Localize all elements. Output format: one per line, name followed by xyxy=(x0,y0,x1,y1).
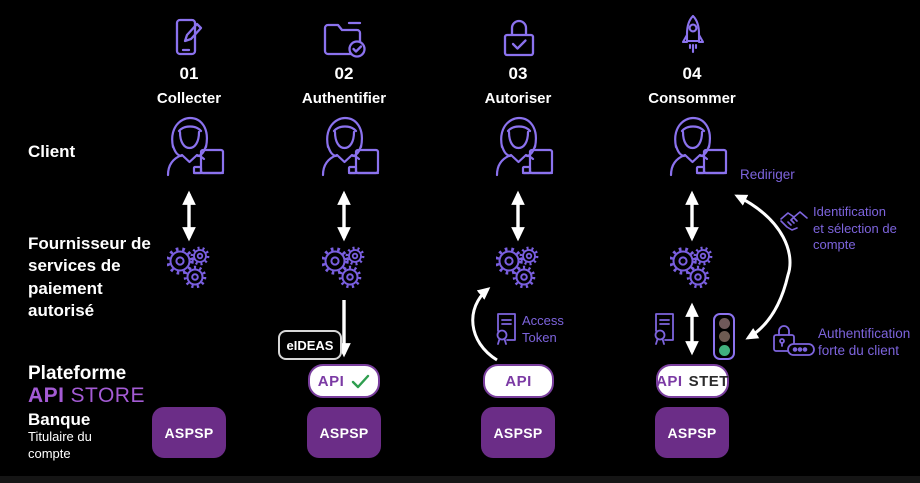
lock-check-icon xyxy=(503,19,535,57)
step-label: Authentifier xyxy=(301,90,387,107)
api-label: API xyxy=(505,372,532,390)
double-arrow xyxy=(685,302,699,356)
api-box-consommer: API STET xyxy=(656,364,729,398)
identification-label: Identification et sélection de compte xyxy=(813,204,897,253)
traffic-lamp-middle xyxy=(718,331,730,342)
aspsp-box: ASPSP xyxy=(481,407,555,458)
woman-laptop-icon xyxy=(321,116,380,177)
certificate-icon xyxy=(654,313,674,345)
rediriger-label: Rediriger xyxy=(740,167,795,182)
woman-laptop-icon xyxy=(166,116,225,177)
row-label-bank-sub: Titulaire du compte xyxy=(28,429,92,461)
aspsp-label: ASPSP xyxy=(164,424,214,441)
eideas-label: eIDEAS xyxy=(286,337,334,353)
rocket-icon xyxy=(681,14,705,54)
step-number: 01 xyxy=(179,64,199,83)
row-label-client: Client xyxy=(28,142,76,161)
traffic-lamp-top xyxy=(718,317,730,329)
api-box-authentifier: API xyxy=(308,364,380,398)
double-arrow xyxy=(337,190,351,242)
certificate-icon xyxy=(496,313,516,345)
stet-label: STET xyxy=(688,372,729,390)
platform-brand-api: API xyxy=(28,384,65,407)
aspsp-label: ASPSP xyxy=(493,424,543,441)
green-check-icon xyxy=(352,374,370,388)
row-label-platform: Plateforme xyxy=(28,363,127,384)
woman-laptop-icon xyxy=(669,116,728,177)
platform-brand-store: STORE xyxy=(70,384,145,407)
bottom-edge-strip xyxy=(0,476,920,483)
folder-check-icon xyxy=(323,21,366,58)
traffic-lamp-green xyxy=(718,344,730,356)
step-label: Collecter xyxy=(156,90,222,107)
strong-auth-label: Authentification forte du client xyxy=(818,326,911,359)
gears-icon xyxy=(670,246,713,289)
gears-icon xyxy=(496,246,539,289)
traffic-light-icon xyxy=(713,313,735,360)
step-label: Autoriser xyxy=(484,90,552,107)
api-box-autoriser: API xyxy=(483,364,554,398)
row-label-bank: Banque xyxy=(28,410,91,429)
double-arrow xyxy=(685,190,699,242)
double-arrow xyxy=(511,190,525,242)
redirect-curve-arrow xyxy=(734,194,792,340)
access-token-label: Access Token xyxy=(522,313,564,345)
aspsp-box: ASPSP xyxy=(152,407,226,458)
lock-password-icon xyxy=(773,325,815,356)
gears-icon xyxy=(167,246,210,289)
eideas-badge: eIDEAS xyxy=(278,330,342,360)
row-label-provider: Fournisseur de services de paiement auto… xyxy=(28,234,151,321)
aspsp-box: ASPSP xyxy=(655,407,729,458)
step-number: 02 xyxy=(334,64,354,83)
double-arrow xyxy=(182,190,196,242)
step-label: Consommer xyxy=(648,90,736,107)
down-arrow xyxy=(337,300,351,358)
gears-icon xyxy=(322,246,365,289)
api-label: API xyxy=(317,372,345,390)
aspsp-label: ASPSP xyxy=(319,424,369,441)
curved-arrow-up xyxy=(471,287,498,362)
handshake-icon xyxy=(780,211,808,231)
aspsp-box: ASPSP xyxy=(307,407,381,458)
aspsp-label: ASPSP xyxy=(667,424,717,441)
step-number: 03 xyxy=(508,64,528,83)
step-number: 04 xyxy=(682,64,702,83)
phone-edit-icon xyxy=(175,18,203,56)
api-label: API xyxy=(656,372,683,390)
woman-laptop-icon xyxy=(495,116,554,177)
